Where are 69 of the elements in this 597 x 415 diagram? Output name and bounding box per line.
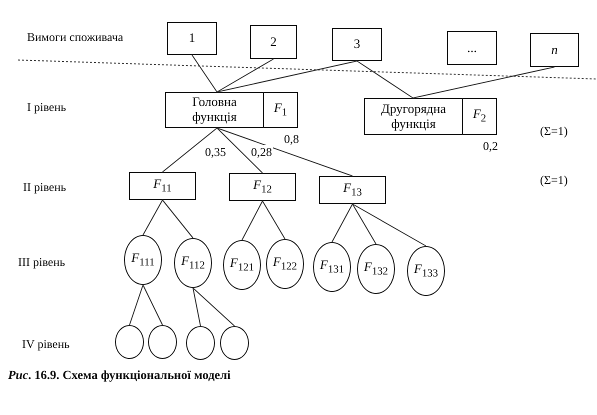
connector-line	[142, 284, 163, 326]
function-symbol: F$_{11}$	[153, 176, 172, 196]
sum-note: (Σ=1)	[540, 173, 568, 188]
connector-line	[356, 60, 414, 98]
connector-line	[352, 204, 426, 246]
function-circle	[115, 325, 144, 359]
requirement-number: ...	[467, 40, 477, 56]
level-label: Вимоги споживача	[27, 30, 124, 45]
connector-line	[142, 200, 163, 236]
function-circle	[266, 239, 304, 289]
connector-line	[192, 288, 201, 326]
function-circle	[313, 242, 351, 292]
function-circle	[148, 325, 177, 359]
connector-line	[216, 128, 263, 174]
function-box	[319, 176, 386, 204]
connector-line	[216, 128, 353, 176]
function-circle	[407, 246, 445, 296]
weight-label: 0,8	[284, 132, 299, 147]
connector-line	[192, 54, 218, 92]
function-circle	[220, 326, 249, 360]
function-box	[364, 98, 497, 135]
function-box	[530, 33, 579, 67]
connector-line	[192, 288, 235, 326]
requirement-number: 1	[188, 31, 196, 46]
requirement-number: 3	[354, 37, 360, 52]
level-label: II рівень	[23, 180, 66, 195]
connector-line	[262, 200, 286, 240]
function-symbol: F$_{132}$	[364, 260, 388, 278]
function-box	[447, 31, 497, 65]
function-circle	[174, 238, 212, 288]
function-circle	[357, 244, 395, 294]
requirement-number: 2	[270, 34, 277, 50]
function-symbol: F$_{111}$	[131, 250, 155, 270]
function-box	[229, 173, 296, 201]
connector-line	[162, 200, 194, 238]
function-symbol: F$_{121}$	[230, 256, 254, 274]
function-symbol: F$_{12}$	[253, 178, 272, 196]
function-symbol: F$_{133}$	[414, 262, 438, 280]
connector-line	[216, 58, 274, 92]
function-box	[167, 22, 217, 55]
function-symbol: F$_{122}$	[272, 254, 298, 274]
connector-line	[216, 60, 358, 92]
function-symbol: F$_{13}$	[343, 180, 362, 200]
function-box	[250, 25, 297, 59]
sum-note: (Σ=1)	[540, 124, 568, 139]
function-circle	[186, 326, 215, 360]
connector-line	[332, 204, 353, 242]
connector-line	[412, 66, 555, 98]
connector-line	[352, 204, 376, 244]
function-symbol: F$_{112}$	[181, 254, 205, 272]
function-box	[129, 172, 196, 200]
requirement-number: n	[551, 42, 558, 58]
function-circle	[124, 235, 162, 285]
edge-label: 0,28	[250, 145, 273, 160]
connector-line	[129, 284, 144, 326]
connector-line	[162, 128, 218, 172]
edge-label: 0,35	[204, 145, 227, 160]
function-box	[332, 28, 382, 61]
function-box	[165, 92, 298, 128]
level-label: III рівень	[18, 255, 66, 270]
level-label: IV рівень	[22, 337, 70, 352]
connector-line	[242, 200, 263, 240]
function-symbol: F$_{131}$	[320, 258, 344, 276]
function-name: Головна функція	[191, 93, 238, 126]
function-circle	[223, 240, 261, 290]
function-name: Другорядна функція	[380, 100, 448, 133]
level-label: I рівень	[27, 100, 66, 115]
figure-caption: Рис. 16.9. Схема функціональної моделі	[8, 368, 231, 383]
weight-label: 0,2	[483, 139, 498, 154]
